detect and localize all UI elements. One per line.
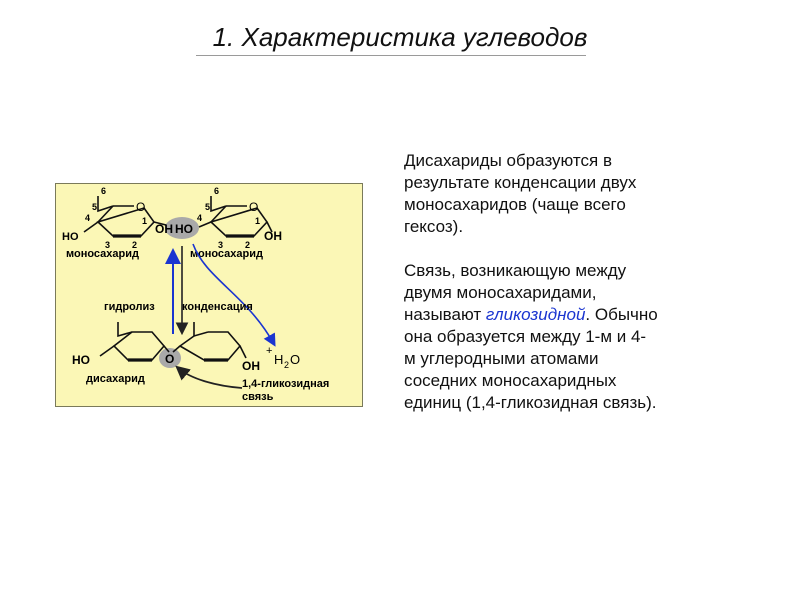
slide-title: 1. Характеристика углеводов	[212, 22, 588, 52]
right-c4-number: 4	[197, 213, 202, 223]
water-release-arrow	[192, 243, 276, 347]
left-c3-number: 3	[105, 240, 110, 250]
diagram-svg: O 6 5 4 3 2 1 HO моносахарид OH HO O 6 5…	[62, 186, 329, 403]
glycosidic-bond-pointer	[175, 365, 243, 389]
right-oh-label: OH	[264, 229, 282, 243]
right-c6-number: 6	[214, 186, 219, 196]
water-o: O	[290, 352, 300, 367]
water-subscript: 2	[284, 360, 289, 370]
left-c6-bond	[97, 196, 114, 213]
left-c1-number: 1	[142, 216, 147, 226]
left-monosaccharide: O 6 5 4 3 2 1 HO моносахарид	[62, 186, 167, 260]
disaccharide-right-ring	[178, 331, 242, 361]
disaccharide: HO O OH + H 2 O дисахарид	[72, 322, 300, 385]
left-ring-edge	[97, 205, 114, 223]
bond-label-line1: 1,4-гликозидная	[242, 378, 329, 390]
explanation-text: Дисахариды образуются в результате конде…	[404, 150, 734, 414]
left-ring-oxygen: O	[136, 200, 145, 214]
glycosidic-term: гликозидной	[485, 305, 586, 324]
hydrolysis-label: гидролиз	[104, 301, 155, 313]
bridge-right-bond	[172, 345, 181, 353]
right-c1-number: 1	[255, 216, 260, 226]
disaccharide-left-ring	[112, 331, 166, 361]
left-c5-number: 5	[92, 202, 97, 212]
paragraph-gap	[404, 238, 734, 260]
disaccharide-right-c6	[193, 322, 209, 338]
right-mono-label: моносахарид	[190, 248, 263, 260]
glycosidic-bond-diagram: O 6 5 4 3 2 1 HO моносахарид OH HO O 6 5…	[55, 183, 363, 407]
left-c6-number: 6	[101, 186, 106, 196]
title-underline	[196, 55, 586, 56]
right-ho-label: HO	[175, 222, 193, 236]
disaccharide-left-c6	[117, 322, 133, 338]
left-oh-label: OH	[155, 222, 173, 236]
left-c1-bond	[153, 221, 167, 226]
right-monosaccharide: O 6 5 4 3 2 1 OH моносахарид	[190, 186, 282, 260]
paragraph-glycosidic-bond: Связь, возникающую между двумя моносахар…	[404, 260, 734, 414]
para2-start: Связь, возникающую между двумя моносахар…	[404, 261, 627, 324]
paragraph-disaccharides: Дисахариды образуются в результате конде…	[404, 151, 637, 236]
glycosidic-oxygen-highlight	[159, 348, 181, 368]
bridge-left-bond	[163, 345, 170, 353]
right-c6-bond	[210, 196, 227, 213]
disaccharide-right-oh-bond	[239, 345, 247, 359]
right-c1-bond	[266, 221, 273, 233]
right-c3-number: 3	[218, 240, 223, 250]
disaccharide-left-oh-bond	[99, 345, 115, 357]
glycosidic-oxygen-label: O	[165, 352, 174, 366]
left-ho-label: HO	[62, 231, 79, 243]
right-ring-oxygen: O	[249, 200, 258, 214]
disaccharide-label: дисахарид	[86, 373, 145, 385]
water-h: H	[274, 352, 283, 367]
left-c2-number: 2	[132, 240, 137, 250]
plus-sign: +	[266, 345, 272, 357]
right-c2-number: 2	[245, 240, 250, 250]
left-mono-label: моносахарид	[66, 248, 139, 260]
condensation-label: конденсация	[182, 301, 253, 313]
disaccharide-oh-label: OH	[242, 359, 260, 373]
oh-ho-highlight	[165, 217, 199, 239]
para2-end: . Обычно она образуется между 1-м и 4- м…	[404, 305, 658, 412]
left-c4-oh-bond	[83, 221, 99, 233]
bond-label-line2: связь	[242, 391, 274, 403]
disaccharide-ho-label: HO	[72, 353, 90, 367]
right-c4-bond	[198, 221, 212, 228]
left-c4-number: 4	[85, 213, 90, 223]
right-ring-edge	[210, 205, 227, 223]
right-c5-number: 5	[205, 202, 210, 212]
